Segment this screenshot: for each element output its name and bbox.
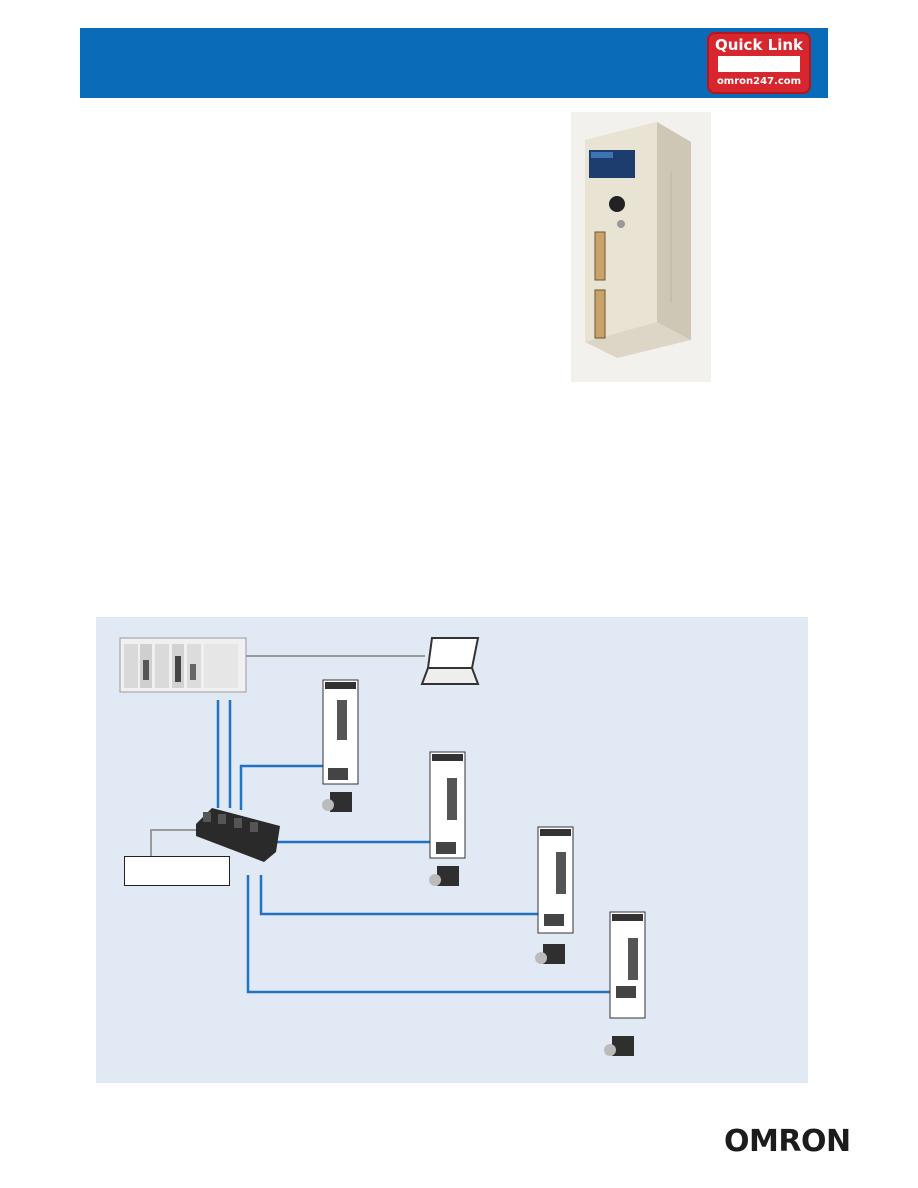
servo-drive-icon bbox=[429, 751, 466, 859]
omron-logo: OMRON bbox=[724, 1124, 851, 1159]
quick-link-code-box bbox=[718, 56, 800, 72]
network-links bbox=[216, 700, 630, 994]
quick-link-badge[interactable]: Quick Link omron247.com bbox=[707, 32, 811, 94]
servo-drive-icon bbox=[322, 679, 359, 785]
terminal-block-icon bbox=[196, 808, 280, 862]
servo-drive-icon bbox=[537, 826, 574, 934]
device-label-box bbox=[124, 856, 230, 886]
servo-motor-icon bbox=[429, 866, 459, 886]
plc-rack-icon bbox=[119, 637, 247, 693]
laptop-icon bbox=[420, 637, 480, 685]
motion-control-module-icon bbox=[571, 112, 711, 382]
servo-motor-icon bbox=[604, 1036, 634, 1056]
servo-motor-icon bbox=[322, 792, 352, 812]
quick-link-url[interactable]: omron247.com bbox=[716, 76, 802, 87]
servo-motor-icon bbox=[535, 944, 565, 964]
quick-link-title: Quick Link bbox=[714, 36, 803, 54]
servo-drive-icon bbox=[609, 911, 646, 1019]
header-banner bbox=[80, 28, 828, 98]
